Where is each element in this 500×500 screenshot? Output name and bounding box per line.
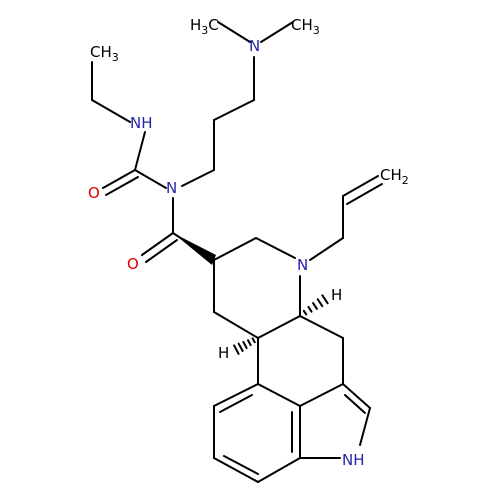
bond-allyl2-allyl3-a <box>342 175 379 197</box>
bonds-layer <box>91 21 383 483</box>
bond-c2-c3 <box>213 99 255 121</box>
bond-ch2-nh <box>91 99 131 123</box>
bond-curea-o-a <box>102 169 136 189</box>
atom-n-ring: N <box>297 256 308 274</box>
bond-camide-o-a <box>141 232 174 256</box>
bond-c5-c10 <box>257 315 301 339</box>
bond-c5-c4 <box>299 315 344 339</box>
bond-hash-h-lower <box>233 344 240 355</box>
atom-ch3-right: CH3 <box>291 16 320 37</box>
atom-h-upper: H <box>331 286 342 304</box>
bond-n-me-left <box>217 21 251 43</box>
bond-c2-nh <box>359 407 371 446</box>
bond-c11-c12 <box>213 383 259 407</box>
bond-c3-c2i <box>344 394 366 414</box>
atom-n-dimethyl: N <box>249 37 260 55</box>
atom-n-urea: N <box>166 179 177 197</box>
atom-o-urea: O <box>88 184 100 202</box>
bond-c13-c14 <box>213 457 259 483</box>
atom-ch2-vinyl: CH2 <box>380 166 409 187</box>
atom-o-amide: O <box>127 255 139 273</box>
bond-c10-c9 <box>213 311 259 339</box>
atom-h-lower: H <box>218 344 229 362</box>
bond-c7-n <box>255 237 296 259</box>
bond-c16-c11 <box>257 383 301 407</box>
bond-n-c1 <box>181 169 215 187</box>
bond-hash-h-upper <box>302 309 308 316</box>
bond-n-me-right <box>260 21 294 43</box>
bond-c8-c7 <box>213 237 257 261</box>
bond-hash-h-upper <box>307 305 313 313</box>
bond-camide-o-b <box>145 239 178 263</box>
atom-ch3-top: CH3 <box>90 43 119 64</box>
atom-nh-indole: NH <box>342 451 365 469</box>
bond-c12-c12i <box>219 394 253 413</box>
bond-nh-curea <box>134 131 146 171</box>
atom-nh-urea: NH <box>130 114 153 132</box>
bond-hash-h-upper <box>312 302 318 310</box>
bond-hash-h-lower <box>237 342 244 353</box>
bond-hash-h-upper <box>321 294 329 305</box>
atoms-layer: CH3 NH O N H3C N CH3 CH2 O N H H NH <box>88 16 409 469</box>
bond-n-allyl1 <box>309 237 344 261</box>
bond-allyl2-allyl3-b <box>346 183 383 205</box>
bond-curea-o-b <box>105 176 139 196</box>
bond-c16-c3 <box>299 383 344 407</box>
atom-h3c-left: H3C <box>190 16 219 37</box>
bond-hash-h-lower <box>251 337 256 344</box>
bond-wedge-c8 <box>173 233 216 265</box>
bond-curea-n <box>134 169 167 189</box>
bond-c14-c15 <box>257 457 301 483</box>
bond-hash-h-lower <box>242 340 248 350</box>
bond-hash-h-upper <box>316 298 324 308</box>
bond-c3-c2 <box>342 383 371 409</box>
bond-hash-h-lower <box>246 339 252 347</box>
bond-c13-c14i <box>223 455 259 475</box>
